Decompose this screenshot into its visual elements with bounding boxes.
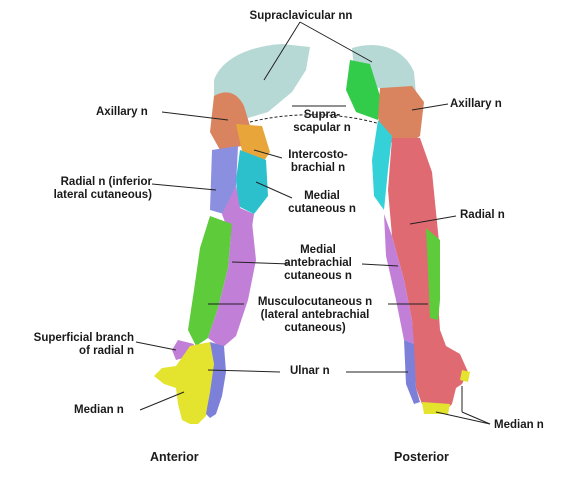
label-superficial-radial: Superficial branch of radial n	[4, 332, 134, 358]
posterior-suprascapular-region	[346, 60, 380, 120]
label-medial-antebrachial: Medial antebrachial cutaneous n	[274, 244, 362, 283]
label-musculocutaneous-line1: Musculocutaneous n	[257, 296, 373, 308]
label-axillary-anterior: Axillary n	[96, 106, 148, 118]
label-suprascapular-line2: scapular n	[293, 122, 351, 134]
label-musculocutaneous: Musculocutaneous n (lateral antebrachial…	[240, 296, 390, 335]
label-medial-antebrachial-line3: cutaneous n	[284, 270, 352, 282]
label-medial-antebrachial-line1: Medial	[300, 244, 336, 256]
label-intercostobrachial-line1: Intercosto-	[288, 149, 348, 161]
label-suprascapular: Supra- scapular n	[286, 109, 358, 135]
posterior-median-tips	[422, 370, 470, 414]
posterior-medial-cutaneous-region	[372, 120, 392, 210]
caption-posterior: Posterior	[394, 450, 449, 464]
posterior-axillary-region	[378, 86, 424, 148]
leader-lines	[135, 21, 491, 425]
label-intercostobrachial-line2: brachial n	[290, 162, 346, 174]
label-supraclavicular: Supraclavicular nn	[249, 10, 353, 22]
label-radial-inferior-line2: lateral cutaneous)	[53, 189, 152, 201]
chest-dashed-line	[249, 114, 381, 125]
anterior-ulnar-region	[206, 342, 226, 418]
label-superficial-radial-line2: of radial n	[79, 345, 134, 357]
label-radial-posterior: Radial n	[460, 209, 505, 221]
anterior-medial-antebrachial-region	[208, 222, 256, 348]
label-radial-inferior-line1: Radial n (inferior	[60, 176, 152, 188]
label-musculocutaneous-line3: cutaneous)	[284, 322, 346, 334]
label-medial-cutaneous-line2: cutaneous n	[288, 203, 356, 215]
posterior-arm	[346, 45, 470, 414]
anterior-musculocutaneous-region	[188, 216, 232, 346]
caption-anterior: Anterior	[150, 450, 199, 464]
label-medial-antebrachial-line2: antebrachial	[284, 257, 352, 269]
label-musculocutaneous-line2: (lateral antebrachial	[260, 309, 370, 321]
anterior-median-region	[154, 342, 214, 424]
anterior-medial-cutaneous-region	[236, 150, 268, 214]
label-axillary-posterior: Axillary n	[450, 98, 502, 110]
label-ulnar: Ulnar n	[290, 365, 330, 377]
label-medial-cutaneous: Medial cutaneous n	[276, 190, 368, 216]
label-intercostobrachial: Intercosto- brachial n	[272, 149, 364, 175]
anterior-arm	[154, 44, 310, 424]
posterior-musculocutaneous-region	[426, 228, 440, 320]
posterior-medial-antebrachial-region	[384, 214, 414, 344]
label-medial-cutaneous-line1: Medial	[304, 190, 340, 202]
posterior-radial-region	[388, 138, 468, 410]
label-median-anterior: Median n	[74, 404, 124, 416]
label-superficial-radial-line1: Superficial branch	[33, 332, 134, 344]
label-radial-inferior-lateral: Radial n (inferior lateral cutaneous)	[28, 176, 152, 202]
label-suprascapular-line1: Supra-	[303, 109, 341, 121]
posterior-ulnar-region	[404, 340, 420, 404]
label-median-posterior: Median n	[494, 419, 544, 431]
